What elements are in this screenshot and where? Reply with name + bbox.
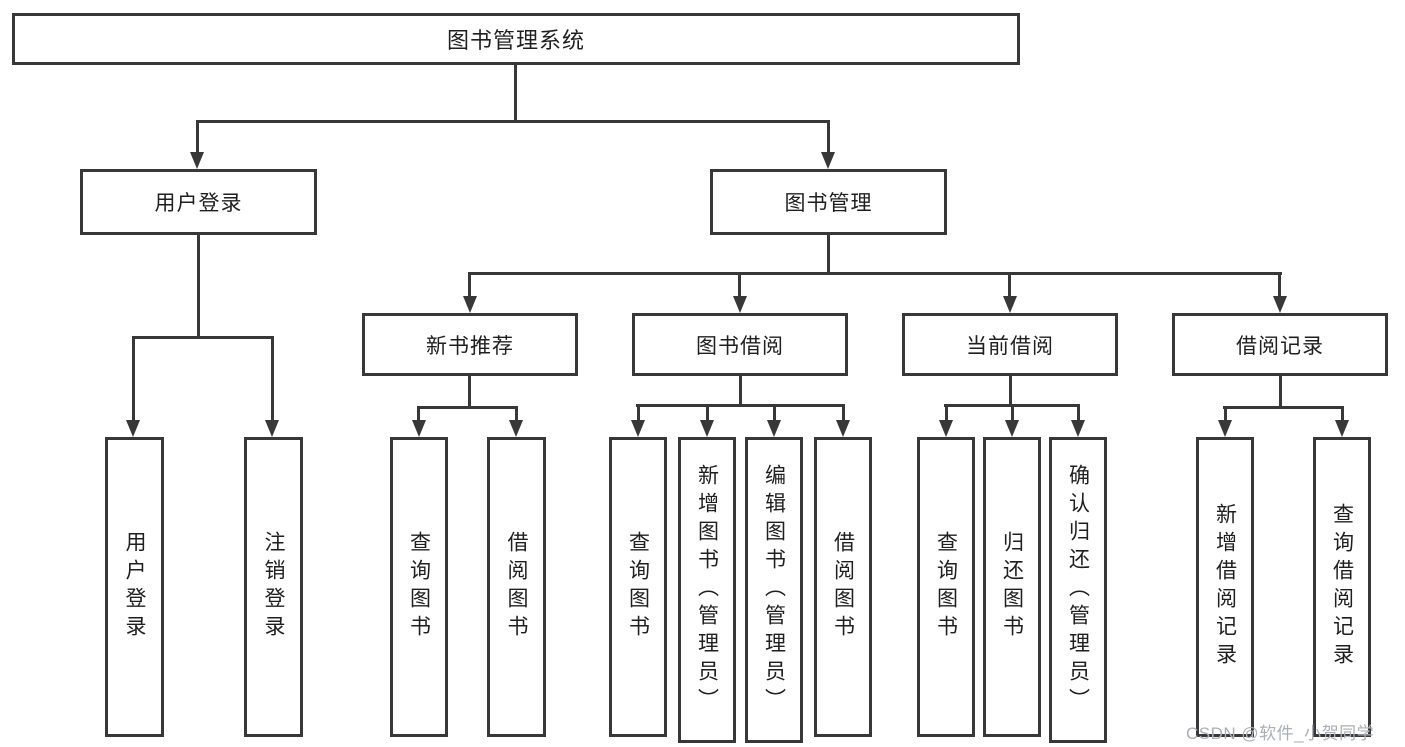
arrowhead-icon <box>1273 296 1287 313</box>
node-current-borrow: 当前借阅 <box>902 313 1118 376</box>
connector-line <box>827 235 830 275</box>
leaf-logout: 注销登录 <box>244 437 303 737</box>
connector-line <box>1224 406 1227 422</box>
leaf-label: 查询借阅记录 <box>1330 503 1354 671</box>
arrowhead-icon <box>1003 296 1017 313</box>
leaf-confirm-return-admin: 确认归还（管理员） <box>1049 437 1107 743</box>
connector-line <box>468 376 471 408</box>
node-label: 当前借阅 <box>966 334 1054 358</box>
node-book-management-label: 图书管理 <box>784 192 873 215</box>
leaf-label: 归还图书 <box>1000 531 1024 643</box>
connector-line <box>739 376 742 406</box>
leaf-query-books: 查询图书 <box>609 437 667 737</box>
leaf-label: 注销登录 <box>262 531 285 643</box>
node-book-management: 图书管理 <box>710 169 947 235</box>
csdn-watermark: CSDN @软件_小贺同学 <box>1186 724 1375 743</box>
leaf-borrow-books: 借阅图书 <box>487 437 546 737</box>
leaf-edit-book-admin: 编辑图书（管理员） <box>745 437 803 743</box>
leaf-label: 新增借阅记录 <box>1213 503 1237 671</box>
node-user-login-label: 用户登录 <box>154 192 243 215</box>
node-root: 图书管理系统 <box>12 13 1020 65</box>
connector-line <box>1279 376 1282 408</box>
leaf-label: 确认归还（管理员） <box>1066 464 1090 716</box>
arrowhead-icon <box>412 420 426 437</box>
arrowhead-icon <box>767 420 781 437</box>
arrowhead-icon <box>939 420 953 437</box>
connector-line <box>637 404 640 422</box>
node-book-borrow: 图书借阅 <box>632 313 848 376</box>
arrowhead-icon <box>509 420 523 437</box>
node-label: 图书借阅 <box>696 334 784 358</box>
leaf-label: 用户登录 <box>123 531 146 643</box>
connector-line <box>1011 404 1014 422</box>
connector-line <box>738 272 741 298</box>
arrowhead-icon <box>126 420 140 437</box>
connector-line <box>1341 406 1344 422</box>
node-root-label: 图书管理系统 <box>446 28 585 53</box>
node-label: 新书推荐 <box>426 334 514 358</box>
arrowhead-icon <box>190 152 204 169</box>
leaf-label: 新增图书（管理员） <box>695 464 719 716</box>
connector-line <box>1009 376 1012 406</box>
leaf-add-borrow-record: 新增借阅记录 <box>1196 437 1254 737</box>
arrowhead-icon <box>836 420 850 437</box>
leaf-user-login: 用户登录 <box>105 437 164 737</box>
connector-line <box>515 406 518 422</box>
connector-line <box>1223 406 1343 409</box>
arrowhead-icon <box>821 152 835 169</box>
connector-line <box>132 336 135 422</box>
leaf-add-book-admin: 新增图书（管理员） <box>678 437 736 743</box>
connector-line <box>945 404 948 422</box>
connector-line <box>468 272 1282 275</box>
leaf-label: 查询图书 <box>626 531 650 643</box>
connector-line <box>271 336 274 422</box>
connector-line <box>1008 272 1011 298</box>
leaf-label: 借阅图书 <box>831 531 855 643</box>
connector-line <box>514 65 517 122</box>
node-user-login: 用户登录 <box>80 169 317 235</box>
arrowhead-icon <box>1071 420 1085 437</box>
connector-line <box>1077 404 1080 422</box>
connector-line <box>196 120 199 154</box>
connector-line <box>706 404 709 422</box>
connector-line <box>417 406 518 409</box>
arrowhead-icon <box>463 296 477 313</box>
arrowhead-icon <box>733 296 747 313</box>
connector-line <box>842 404 845 422</box>
leaf-borrow-books: 借阅图书 <box>814 437 872 737</box>
connector-line <box>196 120 830 123</box>
connector-line <box>132 336 274 339</box>
connector-line <box>468 272 471 298</box>
arrowhead-icon <box>631 420 645 437</box>
arrowhead-icon <box>1005 420 1019 437</box>
arrowhead-icon <box>1218 420 1232 437</box>
leaf-label: 借阅图书 <box>505 531 528 643</box>
leaf-return-books: 归还图书 <box>983 437 1041 737</box>
leaf-label: 查询图书 <box>934 531 958 643</box>
connector-line <box>827 120 830 154</box>
leaf-label: 查询图书 <box>407 531 431 643</box>
arrowhead-icon <box>700 420 714 437</box>
connector-line <box>197 235 200 336</box>
leaf-label: 编辑图书（管理员） <box>762 464 786 716</box>
node-borrow-records: 借阅记录 <box>1172 313 1388 376</box>
node-new-book-recommend: 新书推荐 <box>362 313 578 376</box>
leaf-query-books: 查询图书 <box>917 437 975 737</box>
connector-line <box>417 406 420 422</box>
connector-line <box>773 404 776 422</box>
leaf-query-books: 查询图书 <box>390 437 448 737</box>
connector-line <box>1278 272 1281 298</box>
arrowhead-icon <box>265 420 279 437</box>
arrowhead-icon <box>1335 420 1349 437</box>
node-label: 借阅记录 <box>1236 334 1324 358</box>
connector-line <box>636 404 845 407</box>
leaf-query-borrow-record: 查询借阅记录 <box>1313 437 1371 737</box>
